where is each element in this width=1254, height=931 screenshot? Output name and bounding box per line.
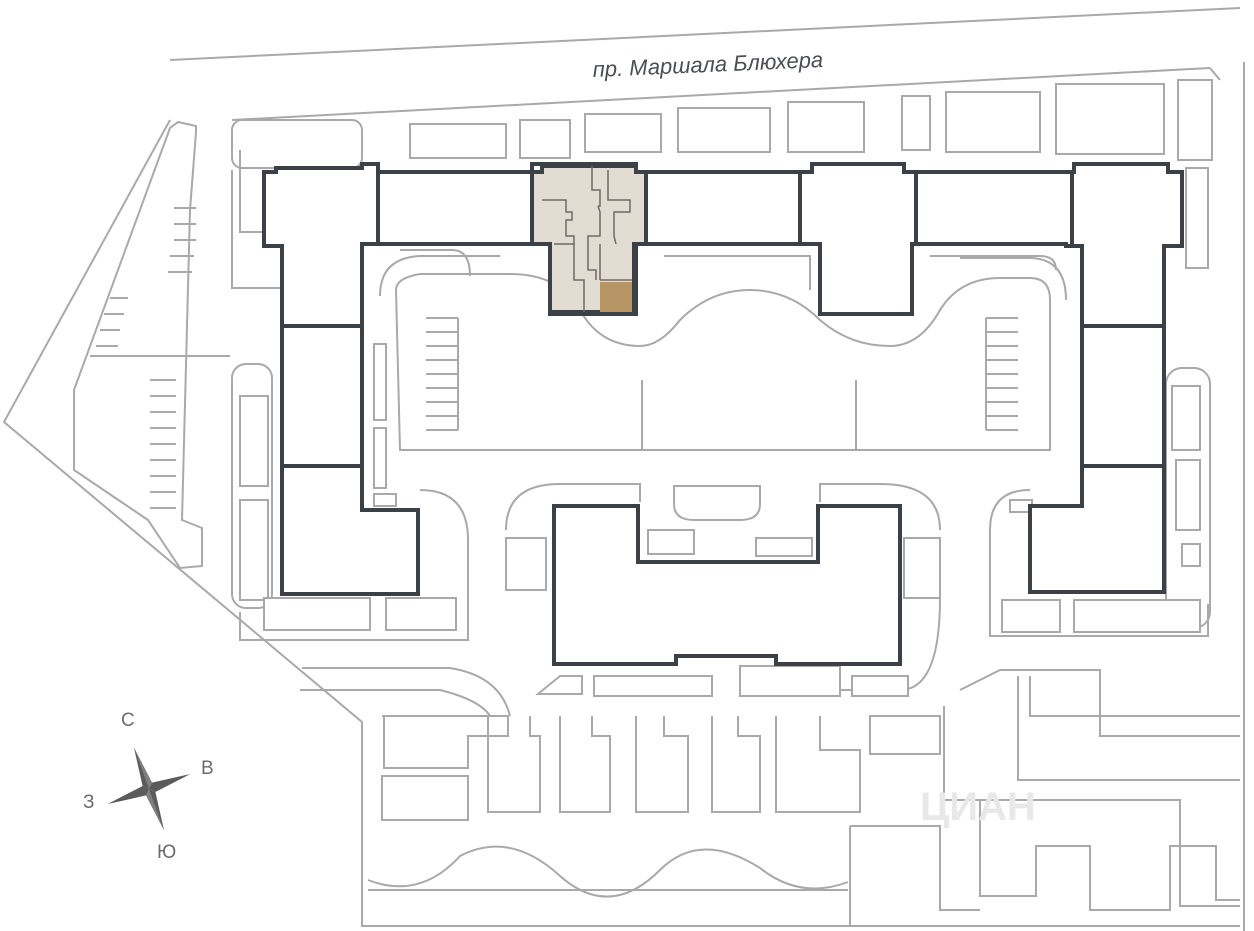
site-boundary bbox=[2, 119, 1240, 927]
highlighted-unit[interactable] bbox=[600, 282, 632, 312]
parking-stalls-courtyard bbox=[426, 317, 1018, 431]
street-label: пр. Маршала Блюхера bbox=[592, 47, 823, 82]
building-north-wing bbox=[262, 162, 1184, 596]
compass-east: В bbox=[201, 758, 214, 779]
parking-stalls-left bbox=[96, 207, 196, 509]
central-lower-area bbox=[300, 483, 942, 717]
compass-south: Ю bbox=[157, 842, 176, 863]
section-dividers bbox=[282, 172, 1164, 468]
landscape-left bbox=[231, 343, 469, 641]
bottom-blocks bbox=[367, 669, 1240, 926]
sidewalk-blocks-top bbox=[231, 79, 1213, 289]
compass: С В Ю З bbox=[83, 710, 214, 863]
compass-north: С bbox=[121, 710, 135, 731]
landscape-right bbox=[989, 367, 1211, 637]
highlighted-section bbox=[530, 164, 648, 314]
watermark-text: ЦИАН bbox=[920, 785, 1036, 829]
courtyard bbox=[379, 249, 1067, 451]
street-edge bbox=[169, 7, 1245, 931]
compass-west: З bbox=[83, 792, 94, 813]
compass-rose-icon bbox=[107, 747, 191, 831]
building-south bbox=[552, 504, 902, 666]
